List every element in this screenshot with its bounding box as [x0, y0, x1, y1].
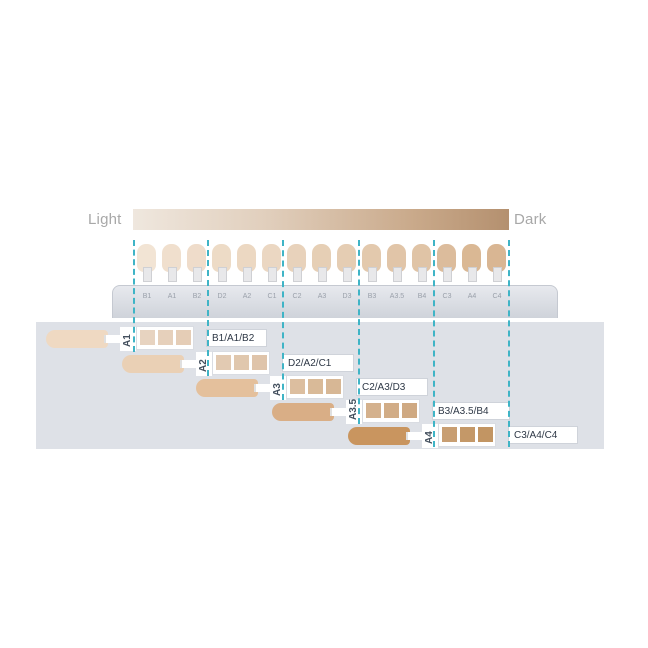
shade-tab-neck [330, 408, 348, 416]
shade-tab-label-box: A1 [120, 327, 136, 351]
shade-swatch [216, 355, 231, 370]
tooth-A4 [462, 244, 481, 282]
tooth-C3 [437, 244, 456, 282]
shade-swatch [158, 330, 173, 345]
shade-code-label: B3/A3.5/B4 [432, 402, 510, 420]
tooth-B4 [412, 244, 431, 282]
shade-tab-handle [348, 427, 410, 445]
shade-tab-neck [254, 384, 272, 392]
shade-swatch [140, 330, 155, 345]
light-dark-gradient-bar [133, 209, 509, 230]
divider-line [508, 240, 510, 447]
swatch-strip [438, 423, 496, 447]
tooth-C1 [262, 244, 281, 282]
swatch-strip [362, 399, 420, 423]
shade-code-label: C2/A3/D3 [356, 378, 428, 396]
tooth-B1 [137, 244, 156, 282]
swatch-strip [212, 351, 270, 375]
tooth-B3 [362, 244, 381, 282]
shade-swatch [442, 427, 457, 442]
tooth-label: B4 [417, 293, 427, 300]
swatch-strip [136, 326, 194, 350]
shade-tab-handle [196, 379, 258, 397]
shade-tab-handle [46, 330, 108, 348]
shade-tab-handle [122, 355, 184, 373]
tooth-label: B3 [367, 293, 377, 300]
swatch-strip [286, 375, 344, 399]
shade-swatch [308, 379, 323, 394]
shade-swatch [326, 379, 341, 394]
tooth-C4 [487, 244, 506, 282]
tooth-A3 [312, 244, 331, 282]
shade-tab-label-box: A4 [422, 424, 438, 448]
tooth-A3-5 [387, 244, 406, 282]
shade-guide-tray [112, 285, 558, 318]
shade-tab-handle [272, 403, 334, 421]
tooth-label: C1 [267, 293, 277, 300]
tooth-label: A1 [167, 293, 177, 300]
tooth-A1 [162, 244, 181, 282]
shade-swatch [478, 427, 493, 442]
shade-swatch [234, 355, 249, 370]
tooth-label: B1 [142, 293, 152, 300]
dark-label: Dark [514, 211, 547, 228]
tooth-label: B2 [192, 293, 202, 300]
tooth-label: A2 [242, 293, 252, 300]
shade-swatch [384, 403, 399, 418]
shade-tab-neck [104, 335, 122, 343]
tooth-label: D2 [217, 293, 227, 300]
divider-line [433, 240, 435, 447]
tooth-B2 [187, 244, 206, 282]
shade-tab-neck [406, 432, 424, 440]
tooth-label: D3 [342, 293, 352, 300]
tooth-D2 [212, 244, 231, 282]
shade-code-label: C3/A4/C4 [508, 426, 578, 444]
shade-swatch [402, 403, 417, 418]
shade-swatch [176, 330, 191, 345]
tooth-label: C2 [292, 293, 302, 300]
shade-swatch [460, 427, 475, 442]
tooth-label: C4 [492, 293, 502, 300]
tooth-label: C3 [442, 293, 452, 300]
shade-swatch [252, 355, 267, 370]
light-label: Light [88, 211, 122, 228]
tooth-D3 [337, 244, 356, 282]
divider-line [133, 240, 135, 352]
divider-line [282, 240, 284, 400]
divider-line [207, 240, 209, 376]
tooth-C2 [287, 244, 306, 282]
shade-tab-label-box: A2 [196, 352, 212, 376]
tooth-label: A4 [467, 293, 477, 300]
shade-swatch [366, 403, 381, 418]
divider-line [358, 240, 360, 424]
tooth-label: A3 [317, 293, 327, 300]
shade-code-label: D2/A2/C1 [282, 354, 354, 372]
tooth-A2 [237, 244, 256, 282]
shade-tab-neck [180, 360, 198, 368]
shade-code-label: B1/A1/B2 [206, 329, 267, 347]
shade-swatch [290, 379, 305, 394]
tooth-label: A3.5 [389, 293, 405, 300]
